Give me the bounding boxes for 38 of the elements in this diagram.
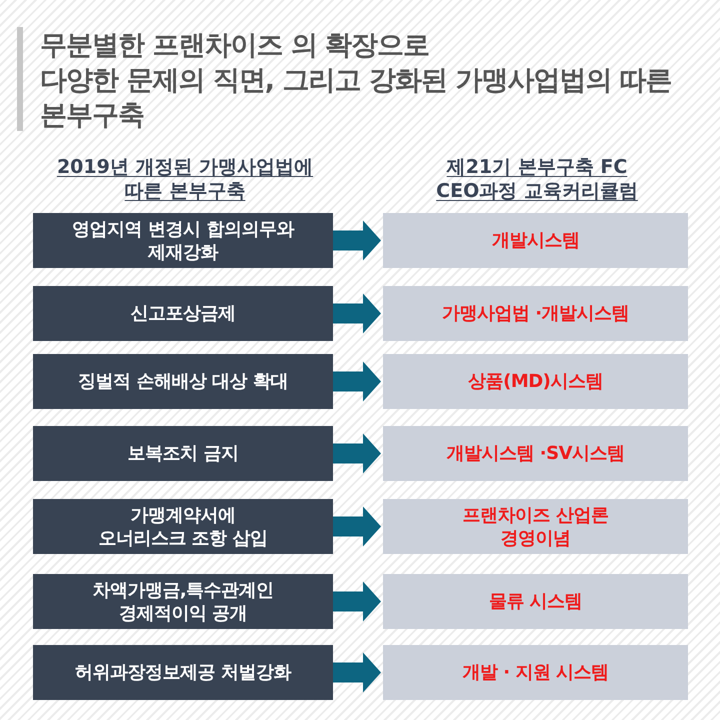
requirement-box [33, 354, 333, 409]
curriculum-text: 개발시스템 [492, 229, 580, 252]
requirement-box [33, 213, 333, 268]
curriculum-text: 개발 · 지원 시스템 [462, 661, 609, 684]
requirement-text: 보복조치 금지 [128, 442, 238, 465]
curriculum-box [383, 499, 688, 554]
requirement-text: 영업지역 변경시 합의의무와 제재강화 [72, 218, 294, 264]
column-heading: 2019년 개정된 가맹사업법에 따른 본부구축 [56, 155, 314, 203]
requirement-box [33, 499, 333, 554]
curriculum-box [383, 354, 688, 409]
arrow [333, 220, 381, 260]
curriculum-box [383, 645, 688, 700]
requirement-text: 차액가맹금,특수관계인 경제적이익 공개 [92, 578, 274, 624]
requirement-box [33, 426, 333, 481]
requirement-box [33, 645, 333, 700]
curriculum-text: 상품(MD)시스템 [468, 370, 603, 393]
curriculum-text: 개발시스템 ·SV시스템 [446, 442, 624, 465]
requirement-box [33, 574, 333, 629]
curriculum-box [383, 213, 688, 268]
arrow [333, 652, 381, 692]
curriculum-box [383, 426, 688, 481]
arrow [333, 362, 381, 402]
requirement-text: 허위과장정보제공 처벌강화 [75, 661, 291, 684]
requirement-box [33, 286, 333, 341]
curriculum-text: 가맹사업법 ·개발시스템 [442, 302, 630, 325]
arrow [333, 582, 381, 622]
arrow [333, 434, 381, 474]
arrow [333, 506, 381, 546]
arrow [333, 294, 381, 334]
requirement-text: 신고포상금제 [130, 302, 236, 325]
title: 무분별한 프랜차이즈 의 확장으로 다양한 문제의 직면, 그리고 강화된 가맹사업법의 따른 본부구축 [40, 29, 672, 133]
curriculum-text: 물류 시스템 [488, 590, 582, 613]
curriculum-box [383, 286, 688, 341]
requirement-text: 가맹계약서에 오너리스크 조항 삽입 [98, 504, 268, 550]
curriculum-text: 프랜차이즈 산업론 경영이념 [462, 504, 608, 550]
curriculum-box [383, 574, 688, 629]
requirement-text: 징벌적 손해배상 대상 확대 [78, 370, 288, 393]
column-heading: 제21기 본부구축 FC CEO과정 교육커리큘럼 [436, 155, 638, 203]
